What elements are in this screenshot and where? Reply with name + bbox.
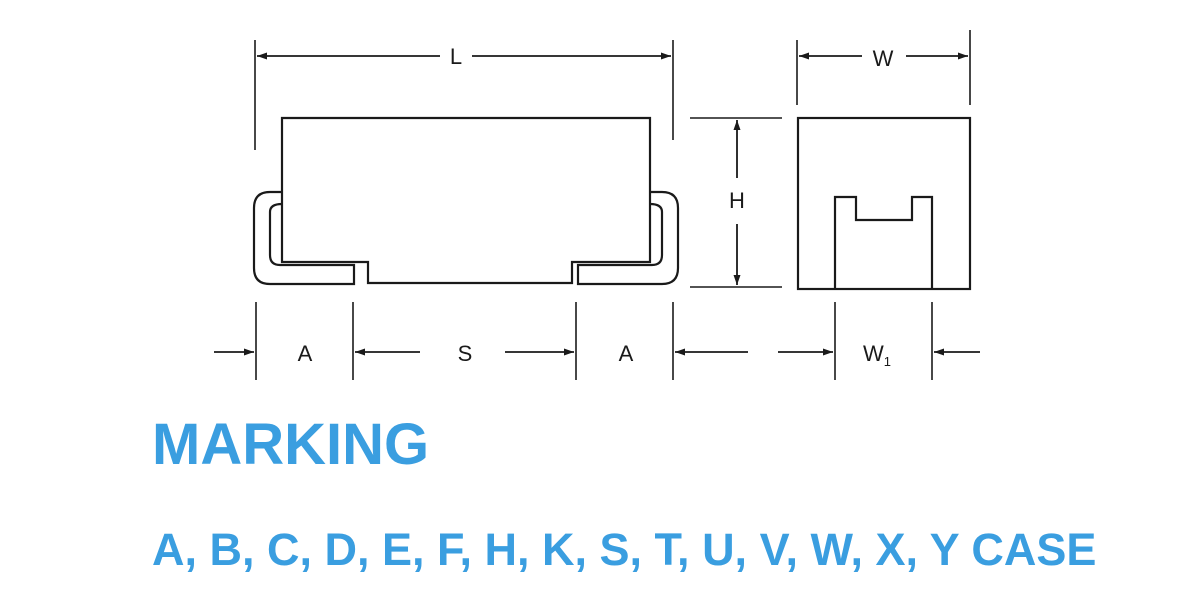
right-termination	[576, 190, 680, 286]
end-view-outline	[796, 116, 972, 291]
dimension-label-termination-width: W1	[863, 341, 891, 369]
dimension-label-width: W	[873, 46, 894, 71]
termination-width-subscript: 1	[884, 354, 891, 369]
extension-lines	[254, 30, 971, 380]
marking-heading: MARKING	[152, 412, 430, 477]
capacitor-dimension-diagram: L W H A S A W1	[214, 30, 980, 380]
dimension-label-termination-left: A	[298, 341, 313, 366]
case-list-heading: A, B, C, D, E, F, H, K, S, T, U, V, W, X…	[152, 524, 1097, 575]
dimension-label-length: L	[450, 44, 462, 69]
dimension-lines	[214, 52, 980, 356]
termination-width-letter: W	[863, 341, 884, 366]
dimension-label-height: H	[729, 188, 745, 213]
side-view-outline	[280, 116, 652, 285]
dimension-label-spacing: S	[458, 341, 473, 366]
left-termination	[252, 190, 356, 286]
end-view-termination	[833, 195, 934, 289]
dimension-label-termination-right: A	[619, 341, 634, 366]
